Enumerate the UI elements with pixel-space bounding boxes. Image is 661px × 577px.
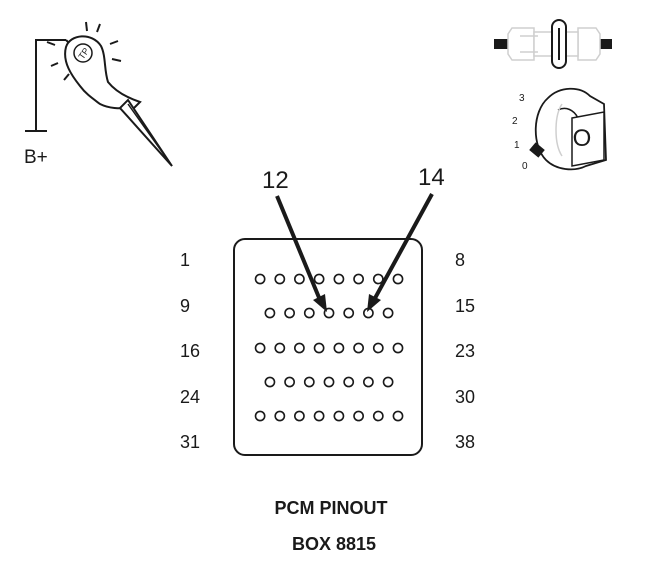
callout-arrowhead-12 (313, 294, 327, 312)
row-label-right-3: 23 (455, 341, 475, 361)
connector-pin-8 (392, 273, 404, 285)
test-light-probe-icon: TP (25, 21, 173, 167)
pcm-connector-body (233, 238, 423, 456)
glow-rays-icon (46, 21, 122, 81)
ignition-switch-icon (494, 19, 612, 69)
connector-pin-20 (333, 342, 345, 354)
row-label-left-2: 9 (180, 296, 190, 316)
connector-pin-4 (313, 273, 325, 285)
row-label-left-4: 24 (180, 387, 200, 407)
connector-pin-35 (333, 410, 345, 422)
connector-pin-33 (293, 410, 305, 422)
connector-pin-25 (284, 376, 295, 388)
connector-pin-18 (293, 342, 305, 354)
connector-pin-9 (264, 307, 276, 319)
connector-pin-3 (293, 273, 305, 285)
key-position-2: 2 (512, 116, 518, 127)
connector-pin-23 (392, 342, 404, 354)
connector-pin-11 (303, 307, 315, 319)
connector-pin-22 (372, 342, 384, 354)
row-label-right-1: 8 (455, 250, 465, 270)
connector-pin-29 (362, 376, 374, 388)
row-label-right-4: 30 (455, 387, 475, 407)
row-label-left-3: 16 (180, 341, 200, 361)
key-position-1: 1 (514, 140, 520, 151)
diagram-title: PCM PINOUT (274, 498, 387, 518)
connector-pin-28 (343, 376, 355, 388)
connector-pin-26 (303, 376, 315, 388)
diagram-subtitle: BOX 8815 (292, 534, 376, 554)
connector-pin-16 (254, 342, 266, 354)
connector-pin-19 (313, 342, 325, 354)
connector-pin-21 (353, 342, 364, 354)
connector-pin-30 (382, 376, 394, 388)
row-labels-left: 1 9 16 24 31 (180, 250, 200, 452)
callout-label-12: 12 (262, 167, 289, 194)
row-labels-right: 8 15 23 30 38 (455, 250, 475, 452)
connector-pin-32 (274, 410, 286, 422)
key-position-0: 0 (522, 161, 528, 172)
connector-pin-15 (382, 307, 394, 319)
ignition-key-icon: O (529, 87, 607, 171)
connector-pin-5 (333, 273, 345, 285)
connector-pin-2 (274, 273, 286, 285)
connector-pin-13 (343, 307, 355, 319)
connector-pin-27 (323, 376, 335, 388)
connector-pin-7 (372, 273, 384, 285)
connector-pin-31 (254, 410, 266, 422)
connector-pin-37 (372, 410, 384, 422)
row-label-right-5: 38 (455, 432, 475, 452)
connector-pin-34 (313, 410, 325, 422)
connector-pin-1 (254, 273, 266, 285)
callout-arrows (275, 193, 434, 312)
row-label-left-1: 1 (180, 250, 190, 270)
connector-pin-36 (353, 410, 364, 422)
connector-pin-38 (392, 410, 404, 422)
connector-pin-24 (264, 376, 276, 388)
callout-arrowhead-14 (367, 294, 381, 312)
b-plus-label: B+ (24, 147, 48, 168)
key-face-letter: O (573, 125, 592, 152)
key-position-labels: 3 2 1 0 (512, 93, 528, 172)
connector-pin-17 (274, 342, 286, 354)
connector-pin-6 (353, 273, 364, 285)
callout-label-14: 14 (418, 164, 445, 191)
connector-pin-10 (284, 307, 295, 319)
key-position-3: 3 (519, 93, 525, 104)
row-label-left-5: 31 (180, 432, 200, 452)
connector-pins (254, 273, 404, 422)
row-label-right-2: 15 (455, 296, 475, 316)
